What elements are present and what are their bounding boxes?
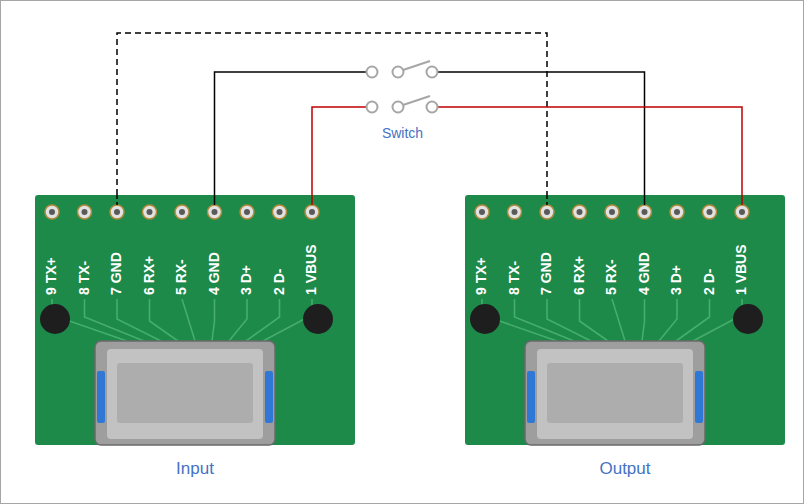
- usb-c-board: Input: [35, 195, 355, 485]
- pin-label: 8 TX-: [77, 261, 92, 295]
- pin-label: 7 GND: [539, 252, 554, 295]
- pin-label: 3 D+: [239, 265, 254, 295]
- wire: [312, 107, 360, 195]
- pin-label: 9 TX+: [44, 257, 59, 295]
- wire: [215, 72, 361, 195]
- pin-label: 2 D-: [272, 269, 287, 295]
- pin-label: 4 GND: [207, 252, 222, 295]
- wire: [445, 107, 742, 195]
- node-label: Input: [176, 459, 214, 479]
- wire-stub: [438, 71, 446, 73]
- pin-label: 5 RX-: [604, 259, 619, 295]
- switch-box: Switch: [360, 55, 445, 145]
- switch-contact: [367, 102, 378, 113]
- switch-contact: [393, 102, 404, 113]
- pin-label: 3 D+: [669, 265, 684, 295]
- pin-label: 9 TX+: [474, 257, 489, 295]
- pin-label: 1 VBUS: [734, 244, 749, 295]
- pin-label: 7 GND: [109, 252, 124, 295]
- wire: [445, 72, 645, 195]
- switch-contact: [427, 67, 438, 78]
- pin-label: 2 D-: [702, 269, 717, 295]
- node-label: Switch: [382, 125, 423, 141]
- switch-lever: [403, 96, 430, 105]
- pin-label: 4 GND: [637, 252, 652, 295]
- pin-label: 6 RX+: [572, 256, 587, 295]
- input-board-picture: [35, 195, 355, 445]
- pin-label: 1 VBUS: [304, 244, 319, 295]
- switch-contact: [393, 67, 404, 78]
- switch-contact: [367, 67, 378, 78]
- node-label: Output: [599, 459, 650, 479]
- usb-c-board: Output: [465, 195, 785, 485]
- pin-label: 6 RX+: [142, 256, 157, 295]
- output-board-picture: [465, 195, 785, 445]
- pin-label: 5 RX-: [174, 259, 189, 295]
- pin-label: 8 TX-: [507, 261, 522, 295]
- wire: [117, 33, 547, 195]
- switch-lever: [403, 61, 430, 70]
- switch-contact: [427, 102, 438, 113]
- switch-symbol: [360, 61, 445, 113]
- wire-stub: [438, 106, 446, 108]
